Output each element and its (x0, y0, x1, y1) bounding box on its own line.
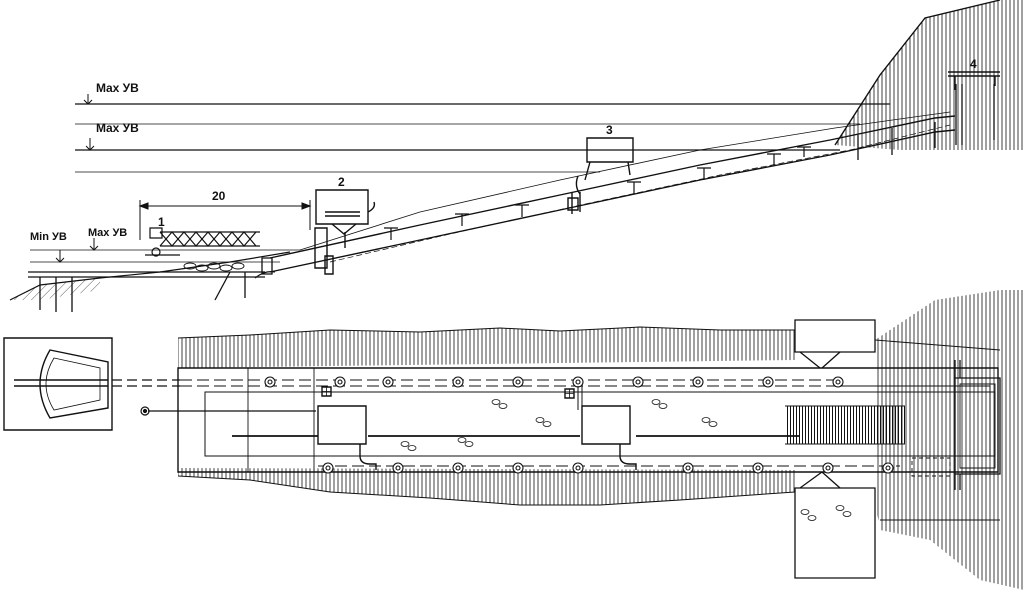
label-max-level-3: Max УВ (88, 227, 127, 239)
structure-3-cabin (568, 138, 633, 214)
label-max-level-1: Max УВ (96, 81, 139, 95)
upper-bank (178, 327, 795, 368)
max-level-marker-1 (84, 94, 92, 104)
label-callout-4: 4 (970, 57, 977, 71)
intake-head-detail (4, 338, 112, 430)
label-callout-3: 3 (606, 123, 613, 137)
label-callout-2: 2 (338, 175, 345, 189)
structure-1-truss (145, 228, 260, 256)
upper-bank-edge (178, 327, 795, 338)
right-hill-plan (875, 290, 1024, 590)
hillside-profile-line (835, 0, 1000, 145)
ramp-rail-lower (270, 130, 955, 272)
hillside-right (835, 0, 1024, 150)
rock-fill (183, 262, 245, 272)
outfall-structure (795, 320, 1000, 578)
upper-pipeline (180, 377, 843, 387)
pump-house-1 (318, 387, 376, 470)
label-dimension-20: 20 (212, 189, 226, 203)
min-level-marker (56, 250, 64, 262)
plan-view (4, 290, 1024, 590)
structure-4-platform (948, 72, 1000, 90)
ramp-inner-line (330, 125, 950, 262)
ramp-slope-line (300, 112, 950, 250)
lower-bank (178, 468, 795, 505)
left-pier (28, 258, 275, 312)
label-callout-1: 1 (158, 215, 165, 229)
lower-valves (323, 463, 893, 473)
stone-scatter (400, 399, 852, 521)
label-max-level-2: Max УВ (96, 121, 139, 135)
ramp-supports (384, 147, 811, 240)
right-piles (858, 84, 994, 160)
side-elevation (10, 0, 1024, 312)
labels: Max УВ Max УВ Max УВ Min УВ 20 1 2 3 4 (30, 57, 977, 243)
structure-2-cabin (315, 190, 374, 274)
lower-pipeline (318, 463, 900, 473)
pump-house-2 (565, 386, 636, 470)
label-min-level: Min УВ (30, 231, 67, 243)
max-level-marker-3 (90, 238, 98, 250)
max-level-marker-2 (86, 138, 94, 150)
channel-outline (178, 368, 998, 472)
trash-rack (785, 406, 905, 444)
supply-pipeline (112, 380, 180, 386)
ground-hatch-left (10, 278, 100, 300)
ramp-rail-upper (270, 116, 955, 258)
dimension-20 (140, 200, 310, 240)
lower-bank-edge (178, 476, 795, 505)
